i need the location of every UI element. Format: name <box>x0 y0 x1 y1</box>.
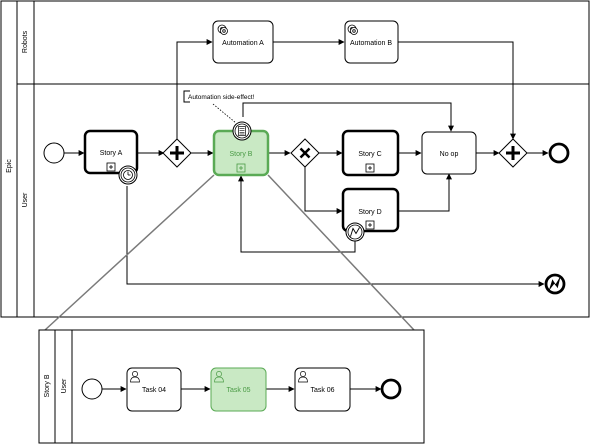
gear-icon <box>217 24 228 35</box>
task-label-story-d: Story D <box>358 209 381 216</box>
task-06[interactable]: Task 06 <box>294 367 351 412</box>
task-automation-a[interactable]: Automation A <box>212 20 274 64</box>
task-label-story-b: Story B <box>230 151 253 158</box>
subprocess-end-event[interactable] <box>380 378 402 400</box>
lane-robots: Robots <box>22 1 35 84</box>
flow-gateway-to-automation-a[interactable] <box>176 39 213 140</box>
user-icon <box>298 371 308 383</box>
error-end-event-icon[interactable] <box>544 273 566 295</box>
end-event[interactable] <box>548 142 570 164</box>
task-label-automation-b: Automation B <box>350 40 392 47</box>
subprocess-start-event[interactable] <box>81 378 103 400</box>
task-label-no-op: No op <box>440 151 459 158</box>
conditional-boundary-icon[interactable] <box>232 121 252 141</box>
annotation-association <box>212 103 237 124</box>
text-annotation[interactable]: Automation side-effect! <box>183 90 255 124</box>
subprocess-marker-icon <box>365 220 375 230</box>
lane-label-robots: Robots <box>22 30 29 53</box>
task-story-a[interactable]: Story A <box>83 129 139 175</box>
task-05[interactable]: Task 05 <box>210 367 267 412</box>
subprocess-marker-icon <box>365 163 375 173</box>
task-automation-b[interactable]: Automation B <box>344 20 399 64</box>
lane-label-user: User <box>22 192 29 207</box>
task-label-story-a: Story A <box>100 150 123 157</box>
subprocess-pool-label: Story B <box>44 374 51 397</box>
user-icon <box>214 371 224 383</box>
parallel-gateway-join[interactable] <box>498 138 528 168</box>
subprocess-marker-icon <box>236 163 246 173</box>
task-story-c[interactable]: Story C <box>341 129 400 177</box>
task-label-task-04: Task 04 <box>142 387 166 394</box>
task-no-op[interactable]: No op <box>421 131 477 175</box>
task-label-task-05: Task 05 <box>226 387 250 394</box>
pool-label-epic: Epic <box>6 159 13 173</box>
flow-story-d-error-to-story-b[interactable] <box>238 175 356 253</box>
subprocess-marker-icon <box>106 162 116 172</box>
task-story-b[interactable]: Story B <box>212 129 270 177</box>
flow-automation-b-to-join[interactable] <box>398 41 516 140</box>
gear-icon <box>347 24 358 35</box>
flow-story-b-signal-to-no-op[interactable] <box>242 102 454 132</box>
task-label-story-c: Story C <box>358 151 381 158</box>
task-04[interactable]: Task 04 <box>126 367 182 412</box>
exclusive-gateway[interactable] <box>290 138 320 168</box>
task-story-d[interactable]: Story D <box>341 187 400 233</box>
parallel-gateway-split[interactable] <box>162 138 192 168</box>
lane-user: User <box>22 84 35 317</box>
subprocess-lane-label: User <box>61 378 68 393</box>
flow-timer-to-error-end[interactable] <box>126 186 545 287</box>
user-icon <box>130 371 140 383</box>
timer-boundary-icon[interactable] <box>118 165 138 185</box>
flow-xor-to-story-d[interactable] <box>304 167 343 214</box>
error-boundary-icon[interactable] <box>345 222 365 242</box>
flow-story-d-to-no-op[interactable] <box>398 173 452 212</box>
zoom-connectors <box>44 174 415 331</box>
annotation-text: Automation side-effect! <box>188 94 255 101</box>
start-event[interactable] <box>43 142 65 164</box>
task-label-task-06: Task 06 <box>310 387 334 394</box>
sequence-flows <box>64 39 549 287</box>
task-label-automation-a: Automation A <box>222 40 264 47</box>
